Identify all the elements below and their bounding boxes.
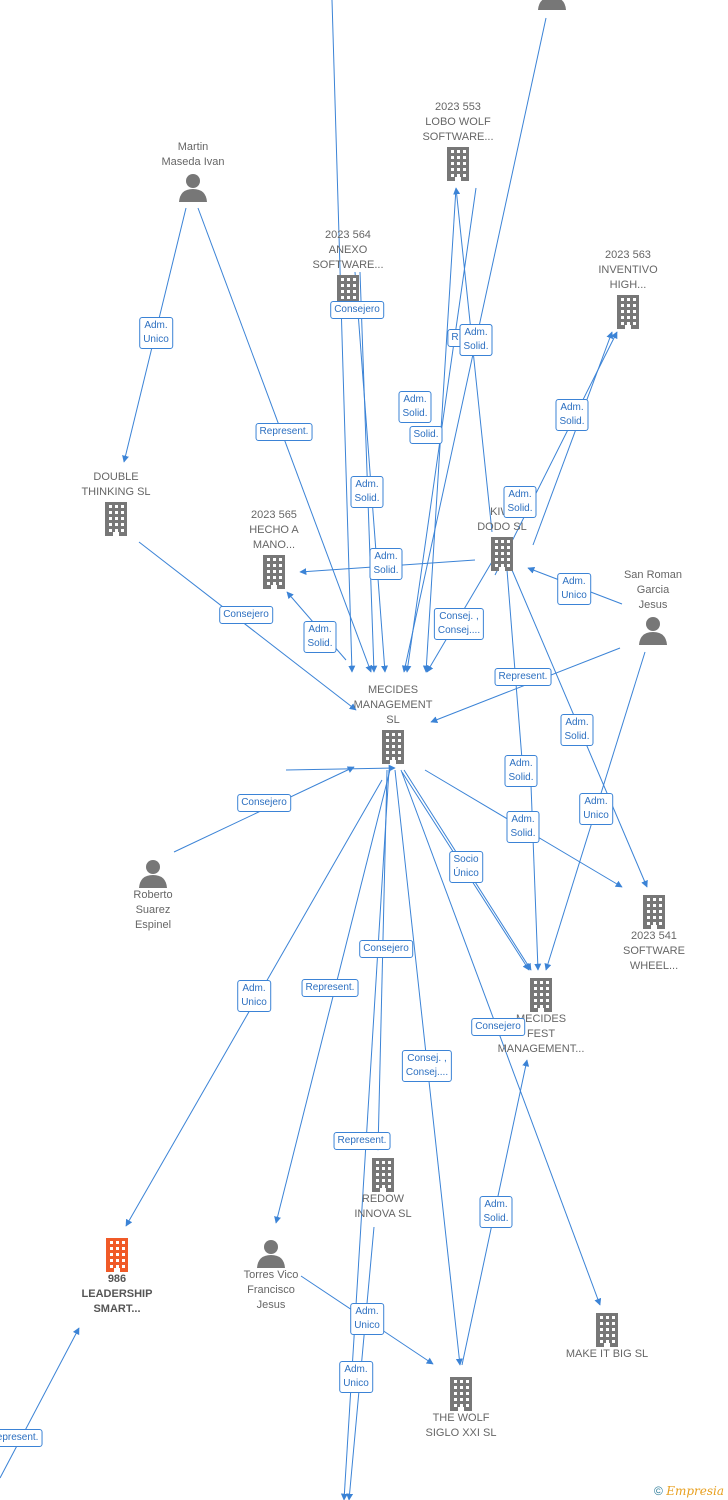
node-label: 2023 553 LOBO WOLF SOFTWARE... xyxy=(422,101,494,143)
node-label: Roberto Suarez Espinel xyxy=(133,889,173,931)
node-thewolf[interactable]: THE WOLF SIGLO XXI SL xyxy=(406,1377,516,1441)
person-icon xyxy=(598,615,708,645)
role-badge[interactable]: Consejero xyxy=(330,301,384,319)
role-badge[interactable]: Represent. xyxy=(0,1429,43,1447)
role-badge[interactable]: Consej. , Consej.... xyxy=(433,608,485,640)
node-label: 986 LEADERSHIP SMART... xyxy=(81,1273,153,1315)
role-badge[interactable]: Adm. Solid. xyxy=(479,1196,513,1228)
building-icon xyxy=(403,147,513,181)
node-label: MECIDES FEST MANAGEMENT... xyxy=(497,1013,585,1055)
role-badge[interactable]: Adm. Unico xyxy=(557,573,591,605)
node-fest[interactable]: MECIDES FEST MANAGEMENT... xyxy=(486,978,596,1057)
node-double[interactable]: DOUBLE THINKING SL xyxy=(61,470,171,536)
node-label: Torres Vico Francisco Jesus xyxy=(243,1269,299,1311)
role-badge[interactable]: Solid. xyxy=(409,426,443,444)
role-badge[interactable]: Adm. Unico xyxy=(139,317,173,349)
node-martin[interactable]: Martin Maseda Ivan xyxy=(138,140,248,202)
footer: © Empresia xyxy=(654,1484,724,1498)
node-sanroman[interactable]: San Roman Garcia Jesus xyxy=(598,568,708,645)
edge-line xyxy=(400,769,602,1306)
node-label: 2023 541 SOFTWARE WHEEL... xyxy=(623,930,685,972)
brand-logo[interactable]: Empresia xyxy=(666,1484,724,1498)
role-badge[interactable]: Adm. Solid. xyxy=(503,486,537,518)
node-roberto[interactable]: Roberto Suarez Espinel xyxy=(98,858,208,933)
building-icon xyxy=(406,1377,516,1411)
edge-line xyxy=(285,764,396,772)
role-badge[interactable]: Adm. Solid. xyxy=(459,324,493,356)
person-icon xyxy=(497,0,607,10)
role-badge[interactable]: Consejero xyxy=(359,940,413,958)
edge-line xyxy=(532,331,614,546)
node-label: San Roman Garcia Jesus xyxy=(623,569,683,611)
node-topperson[interactable] xyxy=(497,0,607,10)
building-icon xyxy=(61,502,171,536)
building-icon xyxy=(62,1238,172,1272)
edge-line xyxy=(354,271,389,673)
node-label: MAKE IT BIG SL xyxy=(565,1348,649,1360)
building-icon xyxy=(486,978,596,1012)
role-badge[interactable]: Adm. Unico xyxy=(237,980,271,1012)
node-label: DOUBLE THINKING SL xyxy=(81,471,151,498)
edge-line xyxy=(453,187,493,533)
building-icon xyxy=(552,1313,662,1347)
role-badge[interactable]: Adm. Unico xyxy=(339,1361,373,1393)
node-wheel[interactable]: 2023 541 SOFTWARE WHEEL... xyxy=(599,895,709,974)
node-label: THE WOLF SIGLO XXI SL xyxy=(425,1412,497,1439)
node-inventivo[interactable]: 2023 563 INVENTIVO HIGH... xyxy=(573,248,683,329)
node-lobo[interactable]: 2023 553 LOBO WOLF SOFTWARE... xyxy=(403,100,513,181)
role-badge[interactable]: Adm. Unico xyxy=(579,793,613,825)
node-leadership[interactable]: 986 LEADERSHIP SMART... xyxy=(62,1238,172,1317)
node-label: 2023 564 ANEXO SOFTWARE... xyxy=(312,229,384,271)
role-badge[interactable]: Consejero xyxy=(471,1018,525,1036)
edge-line xyxy=(359,271,378,673)
building-icon xyxy=(447,537,557,571)
role-badge[interactable]: Adm. Solid. xyxy=(560,714,594,746)
node-label: KIWI DODO SL xyxy=(477,506,527,533)
building-icon xyxy=(219,555,329,589)
role-badge[interactable]: Adm. Solid. xyxy=(506,811,540,843)
role-badge[interactable]: Represent. xyxy=(333,1132,391,1150)
role-badge[interactable]: Represent. xyxy=(301,979,359,997)
building-icon xyxy=(328,1158,438,1192)
building-icon xyxy=(338,730,448,764)
node-label: 2023 565 HECHO A MANO... xyxy=(249,509,299,551)
copyright-symbol: © xyxy=(654,1484,663,1498)
node-label: REDOW INNOVA SL xyxy=(354,1193,412,1220)
role-badge[interactable]: Adm. Solid. xyxy=(504,755,538,787)
edge-line xyxy=(0,1327,80,1479)
person-icon xyxy=(216,1238,326,1268)
node-kiwi[interactable]: KIWI DODO SL xyxy=(447,505,557,571)
role-badge[interactable]: Consejero xyxy=(219,606,273,624)
role-badge[interactable]: Consejero xyxy=(237,794,291,812)
node-anexo[interactable]: 2023 564 ANEXO SOFTWARE... xyxy=(293,228,403,309)
role-badge[interactable]: Consej. , Consej.... xyxy=(401,1050,453,1082)
role-badge[interactable]: Represent. xyxy=(494,668,552,686)
node-makeit[interactable]: MAKE IT BIG SL xyxy=(552,1313,662,1362)
building-icon xyxy=(573,295,683,329)
role-badge[interactable]: Adm. Solid. xyxy=(398,391,432,423)
node-label: MECIDES MANAGEMENT SL xyxy=(353,684,433,726)
node-hecho[interactable]: 2023 565 HECHO A MANO... xyxy=(219,508,329,589)
node-redow[interactable]: REDOW INNOVA SL xyxy=(328,1158,438,1222)
node-mecides[interactable]: MECIDES MANAGEMENT SL xyxy=(338,683,448,764)
role-badge[interactable]: Adm. Solid. xyxy=(555,399,589,431)
edge-line xyxy=(331,0,356,673)
role-badge[interactable]: Adm. Solid. xyxy=(369,548,403,580)
building-icon xyxy=(599,895,709,929)
role-badge[interactable]: Represent. xyxy=(255,423,313,441)
edge-line xyxy=(374,769,388,1151)
role-badge[interactable]: Adm. Solid. xyxy=(303,621,337,653)
role-badge[interactable]: Socio Único xyxy=(449,851,483,883)
node-torres[interactable]: Torres Vico Francisco Jesus xyxy=(216,1238,326,1313)
person-icon xyxy=(98,858,208,888)
role-badge[interactable]: Adm. Solid. xyxy=(350,476,384,508)
node-label: 2023 563 INVENTIVO HIGH... xyxy=(598,249,658,291)
person-icon xyxy=(138,172,248,202)
role-badge[interactable]: Adm. Unico xyxy=(350,1303,384,1335)
edge-line xyxy=(138,541,357,711)
node-label: Martin Maseda Ivan xyxy=(161,141,225,168)
